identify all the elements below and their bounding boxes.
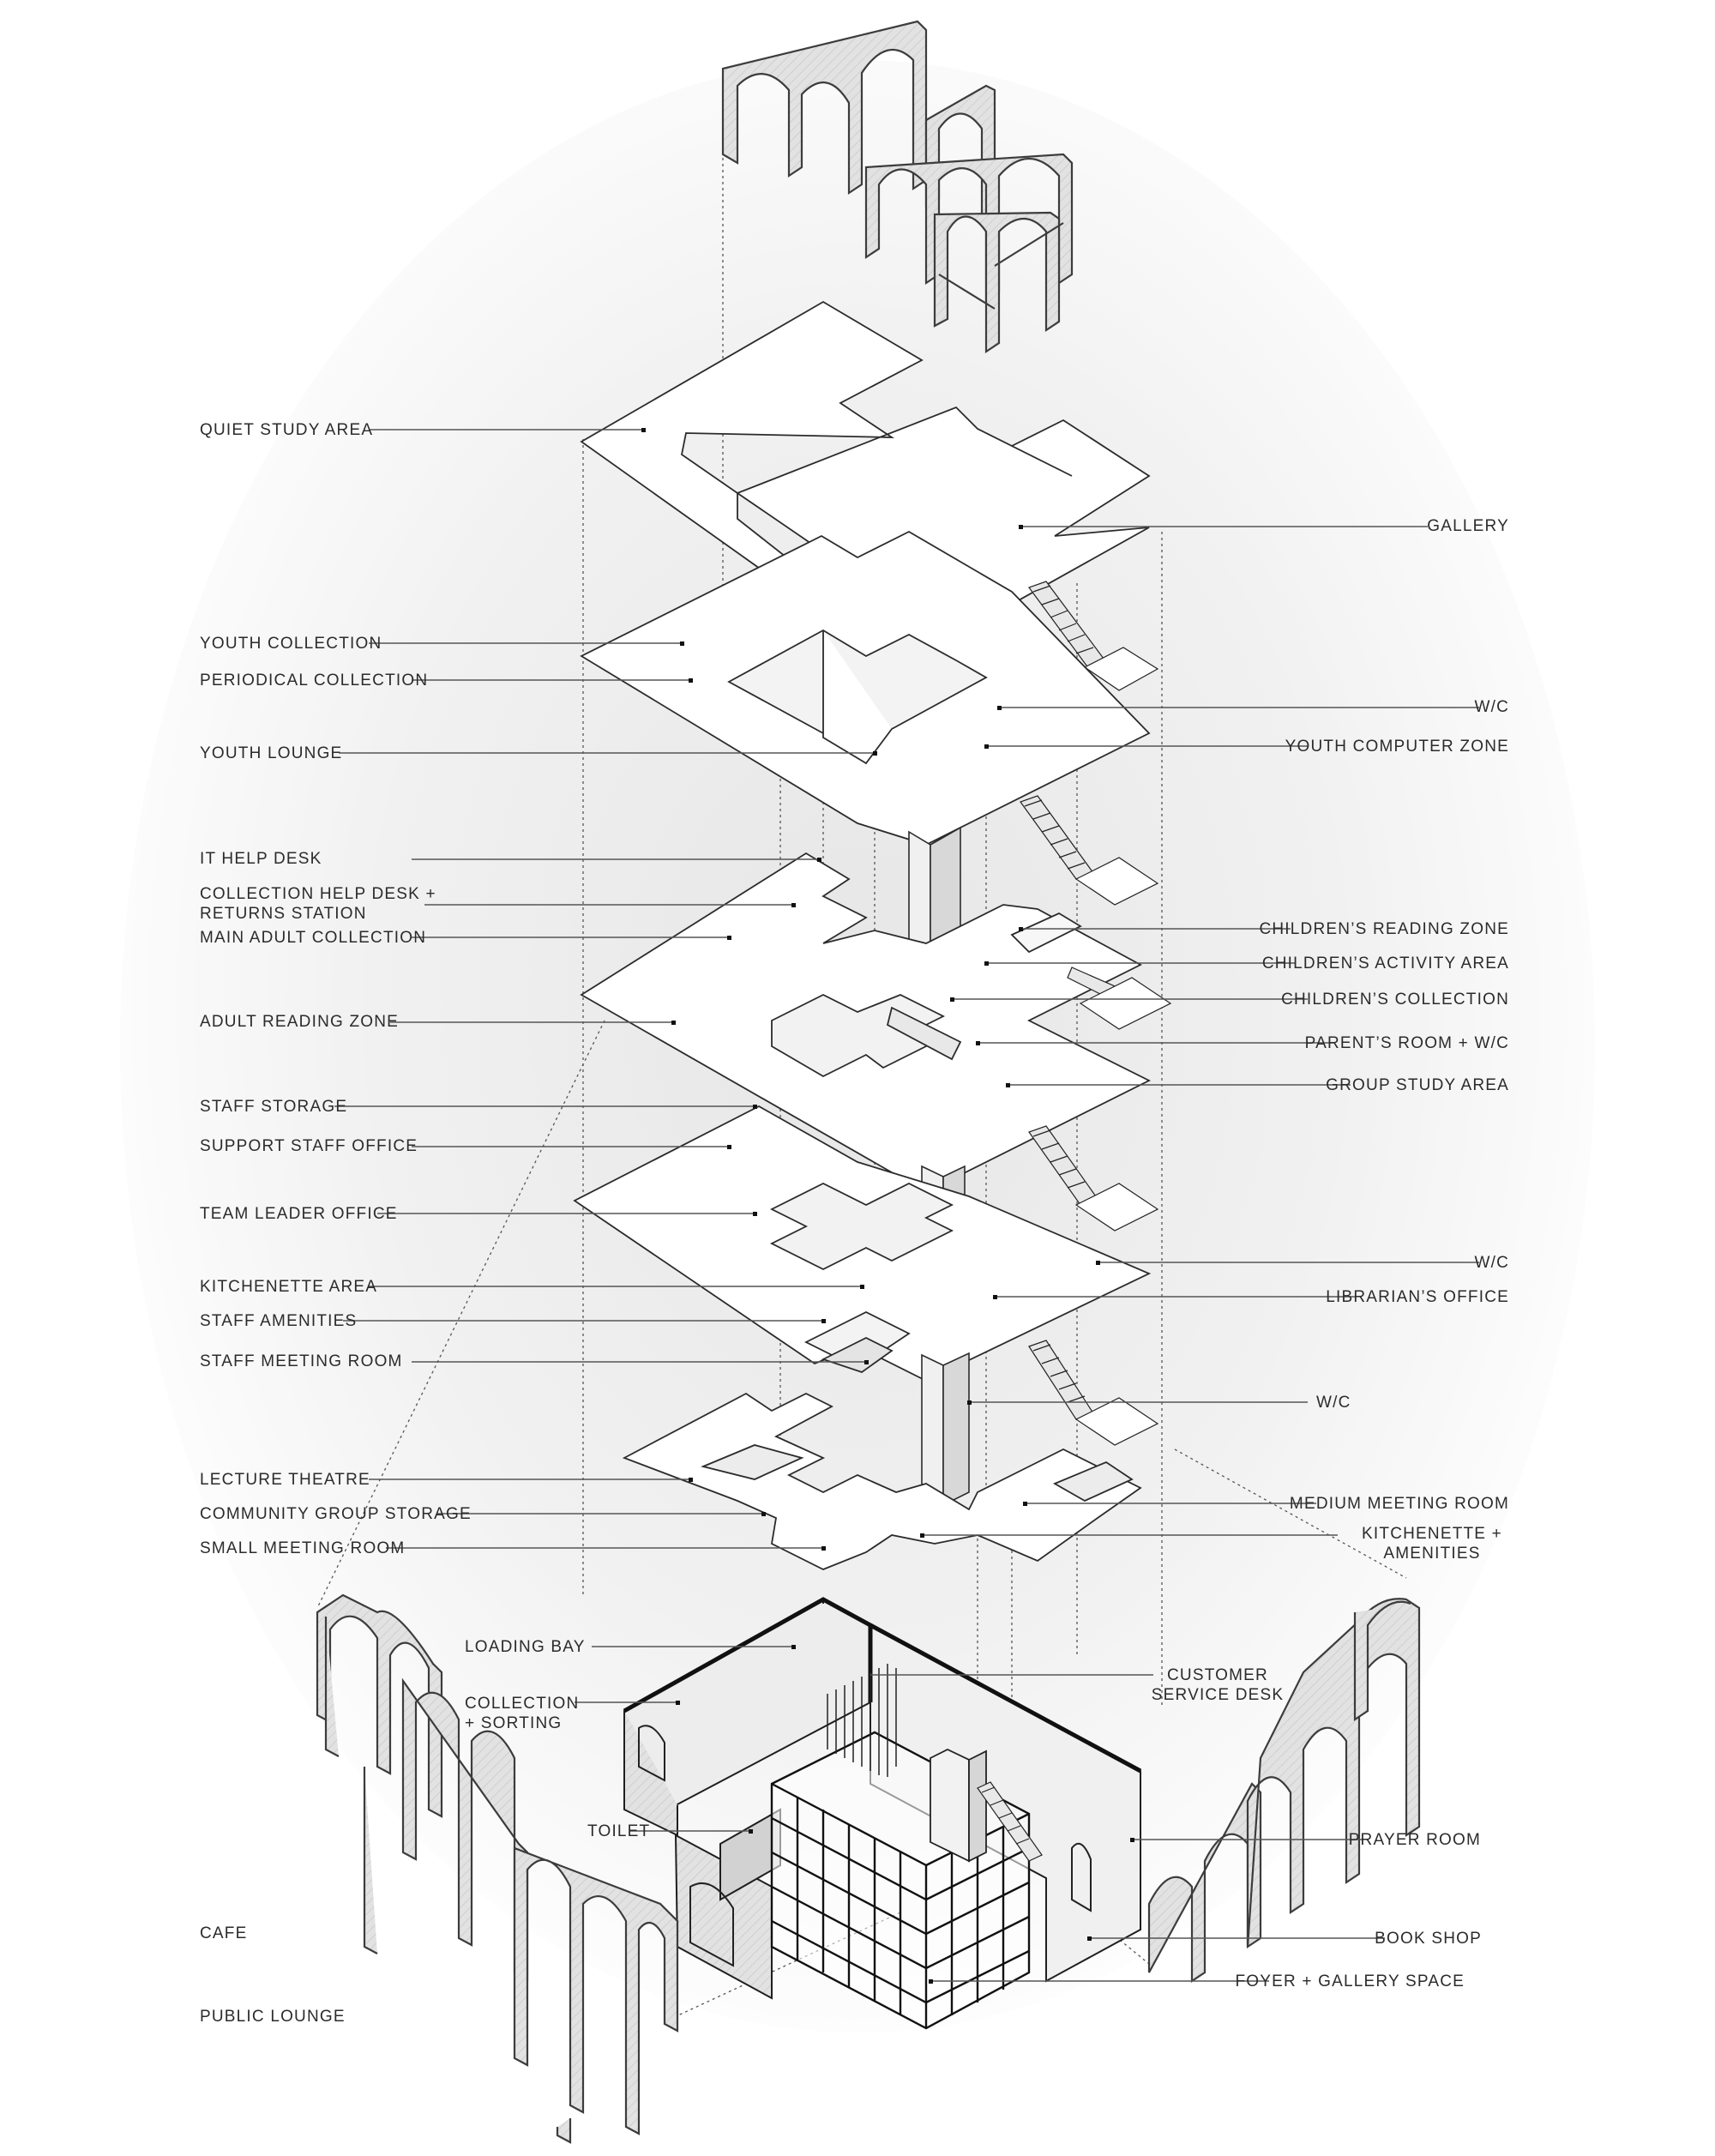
stair-level-3b [1028,1125,1159,1232]
left-arcade [316,1593,679,2144]
label-toilet: TOILET [587,1822,651,1840]
stair-level-4 [1020,795,1159,906]
level-4-floor-plate [580,530,1151,846]
label-small-meeting-room: SMALL MEETING ROOM [200,1539,406,1557]
collection-window [638,1725,665,1782]
label-public-lounge: PUBLIC LOUNGE [200,2008,346,2026]
label-group-study-area: GROUP STUDY AREA [1326,1076,1509,1094]
label-staff-amenities: STAFF AMENITIES [200,1312,358,1330]
label-lecture-theatre: LECTURE THEATRE [200,1471,370,1489]
label-wc-level-2: W/C [1474,1254,1509,1272]
label-childrens-activity-area: CHILDREN’S ACTIVITY AREA [1261,955,1509,973]
ground-stair [977,1781,1043,1862]
label-main-adult-collection: MAIN ADULT COLLECTION [200,929,427,947]
label-team-leader-office: TEAM LEADER OFFICE [200,1205,398,1223]
stair-level-2 [1028,1340,1159,1446]
toilet-window [689,1882,734,1967]
louvres [827,1664,897,1777]
label-cafe: CAFE [200,1924,248,1942]
label-book-shop: BOOK SHOP [1375,1930,1482,1948]
label-youth-lounge: YOUTH LOUNGE [200,744,343,762]
label-loading-bay: LOADING BAY [465,1638,586,1656]
label-parents-room-wc: PARENT’S ROOM + W/C [1304,1034,1509,1052]
level-1-floor-plate [622,1310,1142,1570]
leader-dots [641,428,1134,1984]
label-staff-meeting-room: STAFF MEETING ROOM [200,1352,403,1370]
label-community-group-storage: COMMUNITY GROUP STORAGE [200,1505,472,1523]
level-2-core [921,1352,970,1507]
label-support-staff-office: SUPPORT STAFF OFFICE [200,1137,418,1155]
label-kitchenette-amenities: KITCHENETTE + AMENITIES [1362,1525,1502,1563]
label-periodical-collection: PERIODICAL COLLECTION [200,671,429,690]
label-gallery: GALLERY [1427,517,1509,535]
label-customer-service-desk: CUSTOMER SERVICE DESK [1151,1666,1285,1704]
label-prayer-room: PRAYER ROOM [1348,1831,1481,1849]
label-it-help-desk: IT HELP DESK [200,850,322,868]
leader-lines [334,429,1479,1982]
label-foyer-gallery-space: FOYER + GALLERY SPACE [1235,1972,1465,1990]
label-librarians-office: LIBRARIAN’S OFFICE [1326,1288,1509,1306]
ground-floor-parapet [623,1597,1142,1774]
label-wc-level-4: W/C [1474,698,1509,716]
label-childrens-reading-zone: CHILDREN’S READING ZONE [1259,920,1509,938]
label-wc-level-1: W/C [1316,1394,1351,1412]
roof-arcade [721,20,1074,354]
stair-level-5 [1028,581,1159,691]
prayer-room-window [1071,1842,1092,1912]
label-staff-storage: STAFF STORAGE [200,1098,348,1116]
ground-core [930,1748,987,1863]
label-collection-help-desk: COLLECTION HELP DESK + RETURNS STATION [200,885,436,923]
label-collection-sorting: COLLECTION + SORTING [465,1695,580,1732]
label-medium-meeting-room: MEDIUM MEETING ROOM [1289,1495,1509,1513]
stair-level-3 [1067,967,1172,1030]
label-youth-computer-zone: YOUTH COMPUTER ZONE [1285,738,1509,756]
label-kitchenette-area: KITCHENETTE AREA [200,1278,378,1296]
label-adult-reading-zone: ADULT READING ZONE [200,1013,400,1031]
label-childrens-collection: CHILDREN’S COLLECTION [1281,991,1509,1009]
label-quiet-study-area: QUIET STUDY AREA [200,421,374,439]
label-youth-collection: YOUTH COLLECTION [200,635,382,653]
right-arcade [1147,1598,1421,1984]
